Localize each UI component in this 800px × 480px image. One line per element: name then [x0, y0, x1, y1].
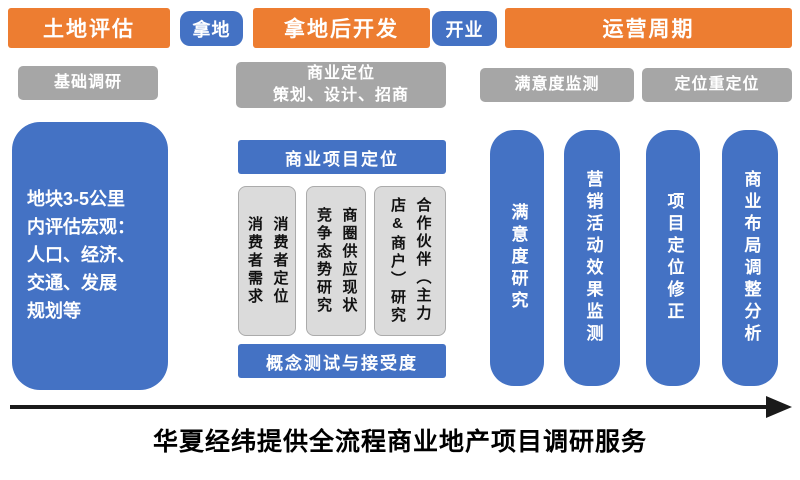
- node-partner-research-label: 合作伙伴（主力 店&商户）研究: [389, 197, 432, 325]
- node-layout-adjustment-analysis: 商业布局调整分析: [722, 130, 778, 386]
- node-trade-area-competition-research-label: 商圈供应现状 竞争态势研究: [315, 207, 358, 315]
- node-consumer-research-label: 消费者定位 消费者需求: [246, 216, 289, 306]
- timeline-stage-land-evaluation: 土地评估: [8, 8, 170, 48]
- node-marketing-effect-monitoring: 营销活动效果监测: [564, 130, 620, 386]
- subheader-repositioning: 定位重定位: [642, 68, 792, 102]
- node-satisfaction-research-label: 满意度研究: [508, 203, 528, 313]
- timeline-arrow-line: [10, 405, 770, 409]
- node-consumer-research: 消费者定位 消费者需求: [238, 186, 296, 336]
- node-marketing-effect-monitoring-label: 营销活动效果监测: [583, 170, 603, 346]
- node-positioning-correction: 项目定位修正: [646, 130, 700, 386]
- node-commercial-project-positioning: 商业项目定位: [238, 140, 446, 174]
- timeline-stage-operation-cycle: 运营周期: [505, 8, 792, 48]
- node-partner-research: 合作伙伴（主力 店&商户）研究: [374, 186, 446, 336]
- timeline-stage-post-acquisition-development: 拿地后开发: [253, 8, 430, 48]
- timeline-milestone-land-acquisition: 拿地: [180, 11, 243, 46]
- node-macro-evaluation: 地块3-5公里 内评估宏观： 人口、经济、 交通、发展 规划等: [12, 122, 168, 390]
- subheader-commercial-positioning-line2: 策划、设计、招商: [272, 87, 409, 104]
- node-layout-adjustment-analysis-label: 商业布局调整分析: [741, 170, 761, 346]
- node-trade-area-competition-research: 商圈供应现状 竞争态势研究: [306, 186, 366, 336]
- diagram-title: 华夏经纬提供全流程商业地产项目调研服务: [152, 428, 647, 456]
- timeline-arrow-head-icon: [766, 396, 792, 418]
- subheader-basic-research: 基础调研: [18, 66, 158, 100]
- node-satisfaction-research: 满意度研究: [490, 130, 544, 386]
- subheader-commercial-positioning: 商业定位 策划、设计、招商: [236, 62, 446, 108]
- node-positioning-correction-label: 项目定位修正: [664, 192, 684, 324]
- subheader-satisfaction-monitoring: 满意度监测: [480, 68, 634, 102]
- timeline-milestone-opening: 开业: [432, 11, 497, 46]
- subheader-commercial-positioning-line1: 商业定位: [306, 65, 375, 83]
- node-concept-testing: 概念测试与接受度: [238, 344, 446, 378]
